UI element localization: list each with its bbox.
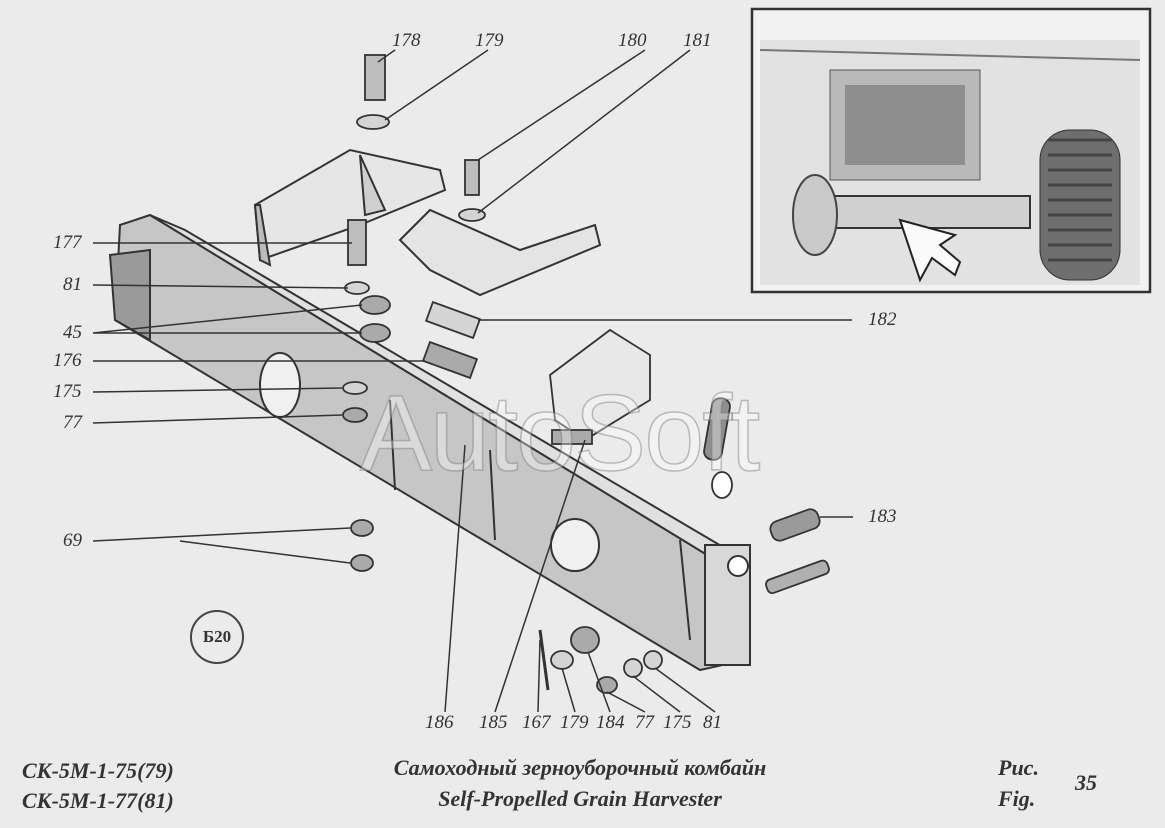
callout-184: 184	[596, 712, 625, 733]
callout-175: 175	[53, 381, 82, 402]
callout-185: 185	[479, 712, 508, 733]
angle-plate	[398, 208, 602, 297]
callout-177: 177	[53, 232, 82, 253]
callout-167: 167	[522, 712, 551, 733]
callout-182: 182	[868, 309, 897, 330]
callout-180: 180	[618, 30, 647, 51]
callout-179: 179	[475, 30, 504, 51]
callout-178: 178	[392, 30, 421, 51]
fig-label-ru: Рис.	[998, 755, 1039, 780]
callout-81b: 81	[703, 712, 722, 733]
callout-181: 181	[683, 30, 712, 51]
callout-175b: 175	[663, 712, 692, 733]
model-line-2: СК-5М-1-77(81)	[22, 788, 174, 813]
callout-176: 176	[53, 350, 82, 371]
callout-179b: 179	[560, 712, 589, 733]
section-badge: Б20	[190, 610, 244, 664]
title-en: Self-Propelled Grain Harvester	[438, 786, 722, 811]
leader-lines	[92, 49, 853, 713]
callout-69: 69	[63, 530, 82, 551]
callout-45: 45	[63, 322, 82, 343]
model-line-1: СК-5М-1-75(79)	[22, 758, 174, 783]
callout-77b: 77	[635, 712, 654, 733]
callout-81: 81	[63, 274, 82, 295]
watermark: AutoSoft	[359, 371, 761, 494]
callout-183: 183	[868, 506, 897, 527]
hardware	[342, 54, 830, 694]
bracket	[253, 148, 447, 267]
callout-186: 186	[425, 712, 454, 733]
frame-beam	[108, 213, 751, 672]
fig-label-en: Fig.	[998, 786, 1036, 811]
inset-photo	[750, 7, 1152, 294]
callout-77: 77	[63, 412, 82, 433]
title-ru: Самоходный зерноуборочный комбайн	[393, 755, 767, 780]
fig-number: 35	[1075, 770, 1097, 795]
